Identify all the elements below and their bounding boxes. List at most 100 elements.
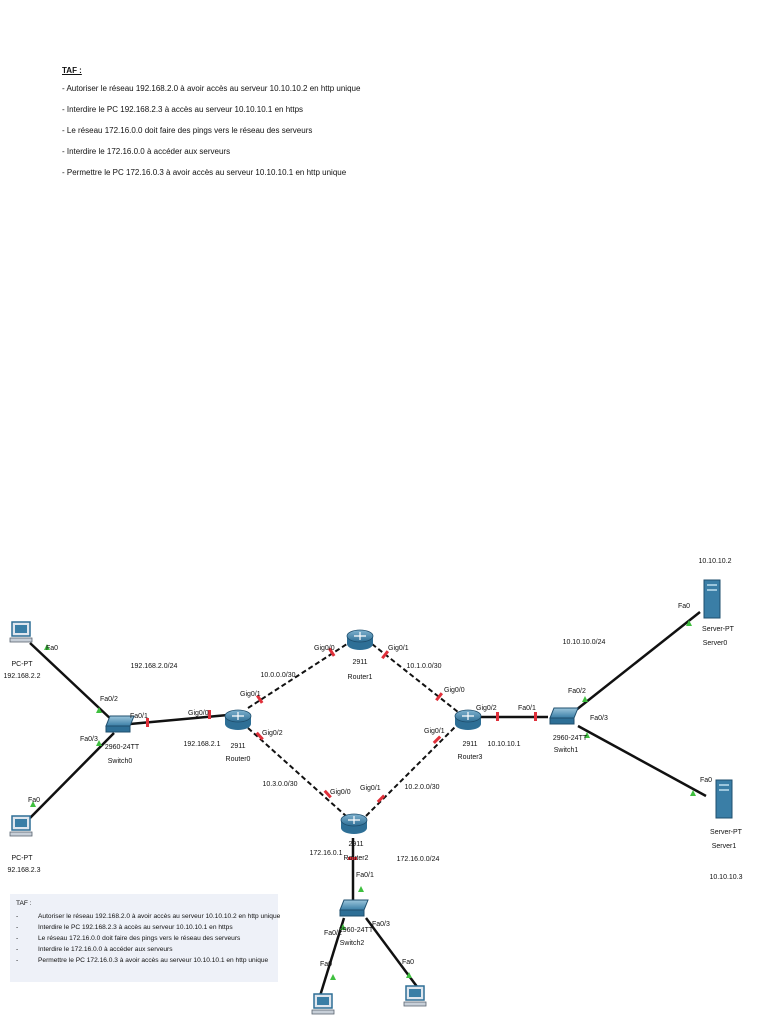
port-marker-up xyxy=(340,924,346,930)
port-label: Fa0/3 xyxy=(80,736,98,743)
router-icon xyxy=(340,813,368,834)
port-marker-up xyxy=(582,696,588,702)
port-marker-down xyxy=(381,650,390,660)
port-label: Fa0/3 xyxy=(590,715,608,722)
pc0-ip-label: 192.168.2.2 xyxy=(4,673,41,680)
switch-icon xyxy=(105,715,135,733)
network-label: 10.2.0.0/30 xyxy=(404,784,439,791)
pc-icon xyxy=(403,985,427,1007)
network-label: 192.168.2.0/24 xyxy=(131,663,178,670)
diagram-note: TAF : -Autoriser le réseau 192.168.2.0 à… xyxy=(10,894,280,982)
port-marker-down xyxy=(348,857,357,860)
note-line: -Interdire le 172.16.0.0 à accéder aux s… xyxy=(16,946,173,953)
link-switch1-server1 xyxy=(577,724,707,798)
network-label: 10.1.0.0/30 xyxy=(406,663,441,670)
port-label: Gig0/1 xyxy=(388,645,409,652)
port-marker-down xyxy=(146,718,149,727)
server0-type-label: Server-PT xyxy=(702,626,735,633)
port-label: Fa0/2 xyxy=(568,688,586,695)
port-marker-down xyxy=(432,735,442,744)
switch-icon xyxy=(339,899,369,917)
port-label: Gig0/0 xyxy=(444,687,465,694)
port-marker-down xyxy=(435,692,444,702)
port-marker-up xyxy=(44,644,50,650)
port-label: Fa0/2 xyxy=(100,696,118,703)
router3-name-label: Router3 xyxy=(458,754,483,761)
port-label: Gig0/1 xyxy=(240,691,261,698)
switch1-model-label: 2960-24TT xyxy=(553,735,588,742)
network-label: 10.10.10.0/24 xyxy=(563,639,606,646)
port-markers xyxy=(30,620,696,980)
port-label: Gig0/0 xyxy=(330,789,351,796)
router2-model-label: 2911 xyxy=(348,841,363,848)
switch2-name-label: Switch2 xyxy=(340,940,365,947)
router0-ip-label: 192.168.2.1 xyxy=(184,741,221,748)
network-label: 10.0.0.0/30 xyxy=(260,672,295,679)
port-marker-up xyxy=(584,732,590,738)
port-marker-down xyxy=(323,789,332,799)
port-label: Fa0 xyxy=(46,645,58,652)
port-label: Fa0/1 xyxy=(130,713,148,720)
router2-ip-label: 172.16.0.1 xyxy=(309,850,342,857)
network-label: 172.16.0.0/24 xyxy=(397,856,440,863)
note-line: -Interdire le PC 192.168.2.3 à accès au … xyxy=(16,924,233,931)
pc-icon xyxy=(9,815,33,837)
switch1-name-label: Switch1 xyxy=(554,747,579,754)
server0-ip-label: 10.10.10.2 xyxy=(698,558,731,565)
port-marker-up xyxy=(96,707,102,713)
task-line: - Permettre le PC 172.16.0.3 à avoir acc… xyxy=(62,168,347,177)
network-label: 10.3.0.0/30 xyxy=(262,781,297,788)
port-marker-up xyxy=(330,974,336,980)
server-icon xyxy=(703,579,721,619)
port-marker-up xyxy=(358,886,364,892)
port-label: Gig0/0 xyxy=(188,710,209,717)
port-marker-up xyxy=(96,740,102,746)
link-router0-router2 xyxy=(247,727,347,817)
link-switch2-pc2 xyxy=(318,917,346,997)
link-switch1-server0 xyxy=(575,611,701,711)
port-marker-down xyxy=(255,731,264,741)
note-line: -Le réseau 172.16.0.0 doit faire des pin… xyxy=(16,935,241,942)
port-label: Fa0 xyxy=(402,959,414,966)
router1-name-label: Router1 xyxy=(348,674,373,681)
port-label: Fa0 xyxy=(320,961,332,968)
server1-type-label: Server-PT xyxy=(710,829,743,836)
server1-ip-label: 10.10.10.3 xyxy=(709,874,742,881)
switch-icon xyxy=(549,707,579,725)
port-marker-down xyxy=(255,694,264,704)
port-marker-down xyxy=(534,712,537,721)
port-marker-up xyxy=(686,620,692,626)
port-label: Fa0/1 xyxy=(518,705,536,712)
switch0-name-label: Switch0 xyxy=(108,758,133,765)
port-marker-up xyxy=(406,972,412,978)
task-title: TAF : xyxy=(62,66,82,75)
pc1-type-label: PC-PT xyxy=(12,855,34,862)
router0-name-label: Router0 xyxy=(226,756,251,763)
port-label: Fa0 xyxy=(28,797,40,804)
switch2-model-label: 2960-24TT xyxy=(339,927,374,934)
link-pc1-switch0 xyxy=(29,732,115,819)
task-list: TAF : - Autoriser le réseau 192.168.2.0 … xyxy=(62,66,360,189)
port-marker-down xyxy=(376,794,386,803)
port-label: Gig0/1 xyxy=(360,785,381,792)
port-markers-down xyxy=(146,647,537,860)
router-icon xyxy=(346,629,374,650)
port-label: Gig0/2 xyxy=(262,730,283,737)
port-label: Gig0/2 xyxy=(476,705,497,712)
pc-icon xyxy=(311,993,335,1015)
port-marker-down xyxy=(496,712,499,721)
link-router2-router3 xyxy=(365,723,459,817)
server1-name-label: Server1 xyxy=(712,843,737,850)
pc-icon xyxy=(9,621,33,643)
links xyxy=(29,611,707,997)
router0-model-label: 2911 xyxy=(230,743,245,750)
server0-name-label: Server0 xyxy=(703,640,728,647)
pc1-ip-label: 92.168.2.3 xyxy=(7,867,40,874)
server-icon xyxy=(715,779,733,819)
port-label: Fa0/1 xyxy=(356,872,374,879)
note-line: -Permettre le PC 172.16.0.3 à avoir accè… xyxy=(16,957,269,964)
task-line: - Interdire le PC 192.168.2.3 à accès au… xyxy=(62,105,304,114)
link-router0-router1 xyxy=(247,641,351,709)
task-line: - Le réseau 172.16.0.0 doit faire des pi… xyxy=(62,126,313,135)
